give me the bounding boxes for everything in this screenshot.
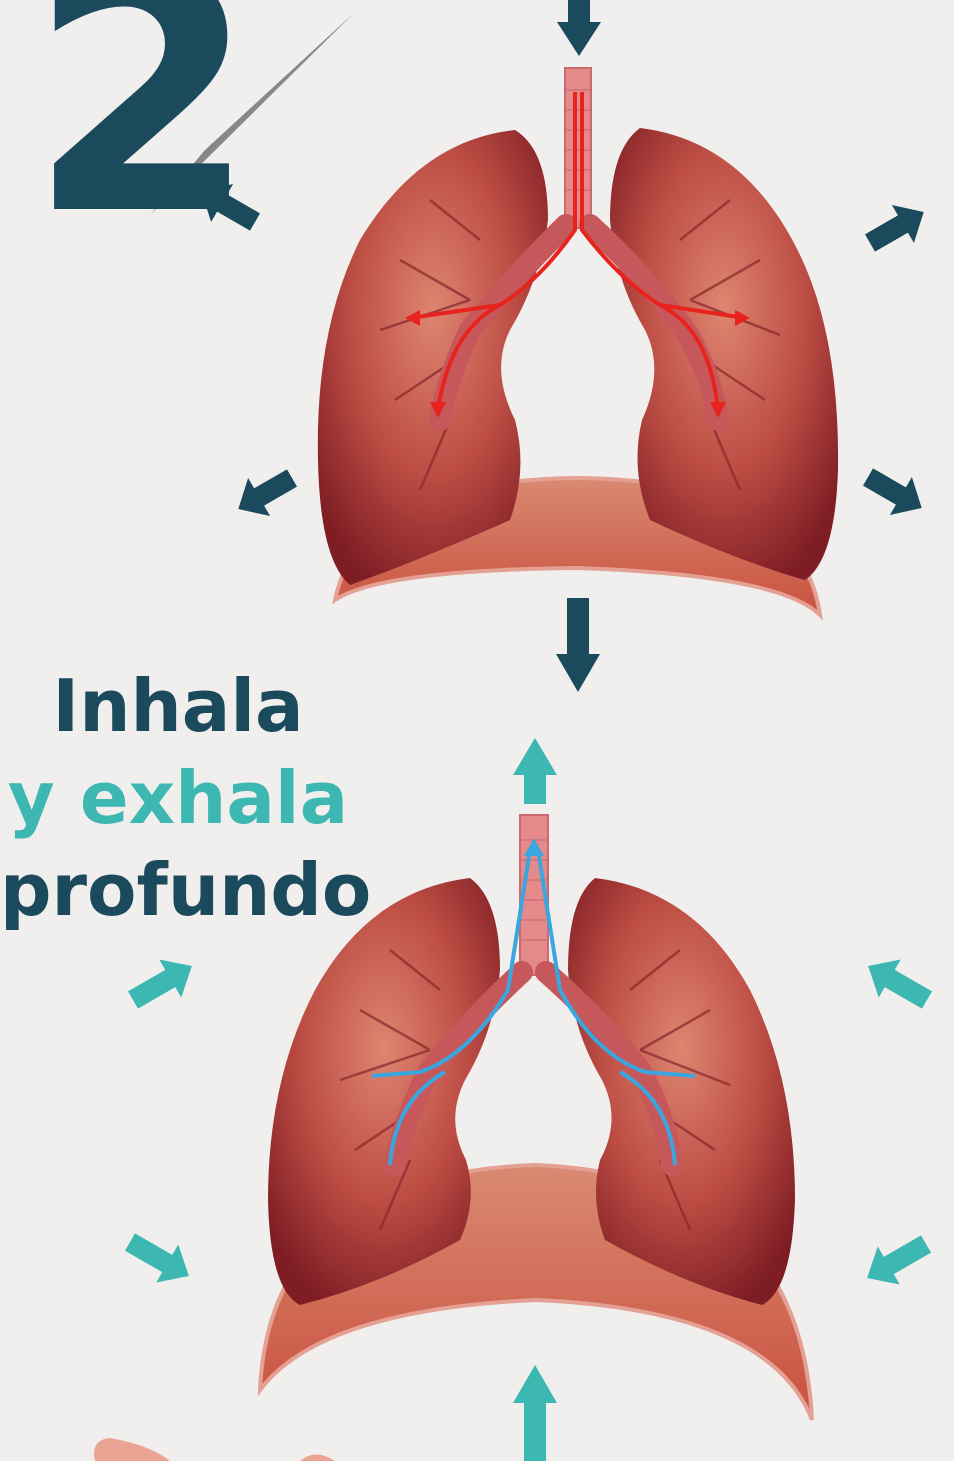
arrow-in-lower-left-icon (119, 1223, 200, 1295)
arrow-in-lower-right-icon (856, 1225, 937, 1297)
arrow-down-right-icon (857, 458, 933, 527)
title-block: Inhala y exhala profundo (0, 660, 356, 936)
title-line-2-prefix: y (8, 756, 55, 840)
arrow-up-right-icon (859, 193, 935, 262)
trachea-top (565, 68, 591, 228)
arrow-in-upper-left-icon (122, 947, 203, 1019)
arrow-in-upper-right-icon (857, 947, 938, 1019)
title-line-3: profundo (0, 844, 356, 936)
arrow-down-left-icon (227, 459, 303, 528)
title-line-2: y exhala (0, 752, 356, 844)
step-number: 2 (28, 0, 252, 260)
arrow-exhale-up-icon (513, 738, 557, 804)
inhale-diagram (318, 68, 838, 615)
title-line-2-word: exhala (80, 756, 348, 840)
arrow-bottom-up-icon (513, 1365, 557, 1461)
partial-figure-bottom (94, 1438, 335, 1461)
arrow-top-down-icon (557, 0, 601, 56)
arrow-bottom-down-icon (556, 598, 600, 692)
title-line-1: Inhala (0, 660, 356, 752)
